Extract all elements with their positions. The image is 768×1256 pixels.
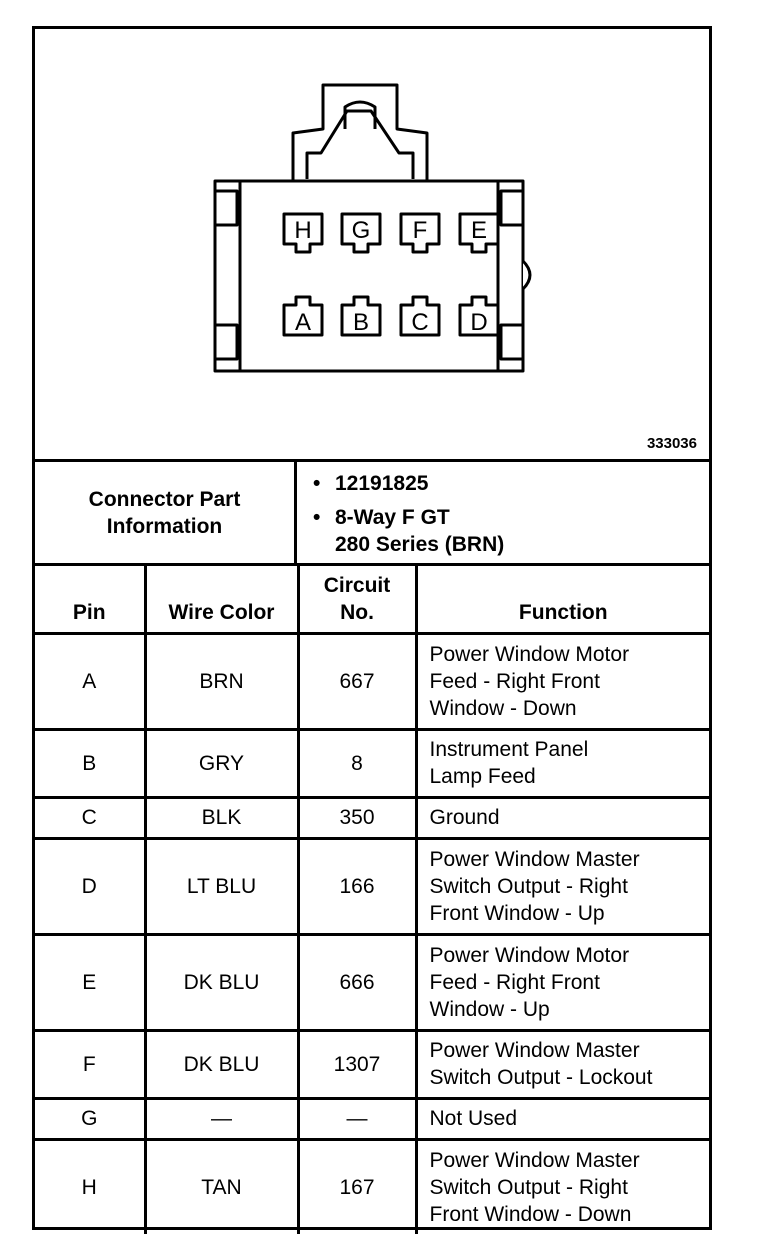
cell-wire-color: DK BLU (143, 932, 300, 1032)
cell-wire-color: GRY (143, 727, 300, 799)
cell-function: Instrument Panel Lamp Feed (414, 727, 709, 799)
part-info-list: 12191825 8-Way F GT 280 Series (BRN) (297, 462, 709, 563)
connector-diagram-panel: H G F E A B C D 333036 (35, 29, 709, 462)
connector-part-info: Connector Part Information 12191825 8-Wa… (35, 462, 709, 566)
pin-cavity-outline (282, 295, 324, 337)
pin-label: F (413, 217, 428, 244)
pin-label: H (294, 217, 311, 244)
pin-label: C (411, 309, 428, 336)
pin-cavity-f: F (399, 212, 441, 254)
cell-circuit: 666 (296, 932, 418, 1032)
cell-wire-color: LT BLU (143, 836, 300, 936)
header-pin: Pin (35, 566, 147, 635)
cell-function: Power Window Motor Feed - Right Front Wi… (414, 932, 709, 1032)
cell-function: Not Used (414, 1096, 709, 1141)
table-row: D LT BLU 166 Power Window Master Switch … (35, 836, 709, 936)
table-row: C BLK 350 Ground (35, 795, 709, 840)
housing-outline (213, 179, 525, 373)
header-wire-color: Wire Color (143, 566, 300, 635)
right-tab-top (499, 189, 523, 227)
pinout-table: Pin Wire Color Circuit No. Function A BR… (35, 566, 709, 1234)
cell-wire-color: BLK (143, 795, 300, 840)
pin-cavity-b: B (340, 295, 382, 337)
cell-function: Power Window Motor Feed - Right Front Wi… (414, 631, 709, 731)
cell-function: Power Window Master Switch Output - Righ… (414, 836, 709, 936)
table-row: E DK BLU 666 Power Window Motor Feed - R… (35, 932, 709, 1032)
cell-pin: C (35, 795, 147, 840)
cell-wire-color: BRN (143, 631, 300, 731)
header-circuit-no: Circuit No. (296, 566, 418, 635)
pin-cells-group: H G F E A B C D (282, 212, 500, 337)
part-info-label: Connector Part Information (35, 462, 297, 563)
cell-wire-color: DK BLU (143, 1028, 300, 1100)
connector-face-drawing: H G F E A B C D (213, 83, 532, 373)
housing-inner-wall (238, 179, 500, 373)
pin-cavity-g: G (340, 212, 382, 254)
table-row: A BRN 667 Power Window Motor Feed - Righ… (35, 631, 709, 731)
cell-function: Power Window Master Switch Output - Lock… (414, 1028, 709, 1100)
left-tab-top (215, 189, 239, 227)
pin-cavity-outline (340, 212, 382, 254)
cell-pin: F (35, 1028, 147, 1100)
pin-cavity-d: D (458, 295, 500, 337)
pin-label: E (471, 217, 487, 244)
table-row: H TAN 167 Power Window Master Switch Out… (35, 1137, 709, 1234)
cell-circuit: 167 (296, 1137, 418, 1234)
cell-circuit: 1307 (296, 1028, 418, 1100)
cell-function: Power Window Master Switch Output - Righ… (414, 1137, 709, 1234)
right-notch (521, 259, 532, 291)
cell-pin: B (35, 727, 147, 799)
cell-circuit: 166 (296, 836, 418, 936)
cell-pin: A (35, 631, 147, 731)
pin-cavity-e: E (458, 212, 500, 254)
connector-series: 8-Way F GT 280 Series (BRN) (313, 504, 504, 558)
cell-wire-color: — (143, 1096, 300, 1141)
cell-circuit: 8 (296, 727, 418, 799)
part-number: 12191825 (313, 470, 429, 497)
cell-circuit: — (296, 1096, 418, 1141)
pin-cavity-outline (340, 295, 382, 337)
pin-cavity-c: C (399, 295, 441, 337)
cell-pin: D (35, 836, 147, 936)
pin-label: G (352, 217, 371, 244)
figure-id: 333036 (646, 435, 697, 452)
pin-label: B (353, 309, 369, 336)
pin-cavity-outline (399, 212, 441, 254)
cell-circuit: 350 (296, 795, 418, 840)
cell-function: Ground (414, 795, 709, 840)
cell-pin: E (35, 932, 147, 1032)
pin-cavity-outline (282, 212, 324, 254)
right-tab-bottom (499, 323, 523, 361)
table-row: F DK BLU 1307 Power Window Master Switch… (35, 1028, 709, 1100)
pin-cavity-a: A (282, 295, 324, 337)
pin-cavity-outline (458, 295, 500, 337)
pin-cavity-outline (399, 295, 441, 337)
latch-inner-bar (305, 109, 415, 179)
pin-label: A (295, 309, 311, 336)
cell-circuit: 667 (296, 631, 418, 731)
pin-cavity-outline (458, 212, 500, 254)
header-function: Function (414, 566, 709, 635)
cell-wire-color: TAN (143, 1137, 300, 1234)
pin-label: D (470, 309, 487, 336)
table-row: B GRY 8 Instrument Panel Lamp Feed (35, 727, 709, 799)
latch-window (343, 100, 377, 129)
pin-cavity-h: H (282, 212, 324, 254)
latch-outline (291, 83, 429, 183)
left-tab-bottom (215, 323, 239, 361)
table-row: G — — Not Used (35, 1096, 709, 1141)
table-header-row: Pin Wire Color Circuit No. Function (35, 566, 709, 635)
cell-pin: G (35, 1096, 147, 1141)
cell-pin: H (35, 1137, 147, 1234)
